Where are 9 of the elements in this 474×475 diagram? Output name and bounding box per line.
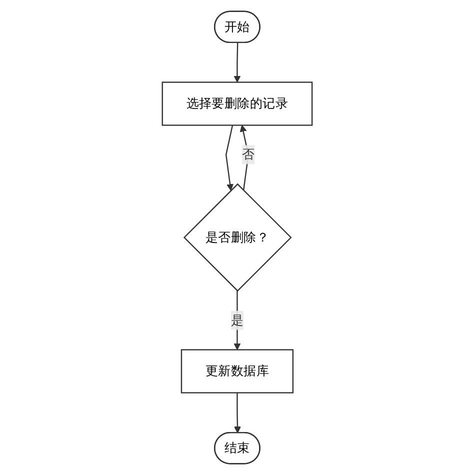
arrow xyxy=(234,392,241,434)
edge-label: 是 xyxy=(230,312,244,328)
arrow xyxy=(225,125,234,191)
arrow xyxy=(240,124,249,191)
node-box: 更新数据库 xyxy=(180,349,294,394)
node-diamond: 是否删除？ xyxy=(183,183,292,292)
arrow xyxy=(234,42,240,83)
edge-label: 否 xyxy=(242,146,255,162)
node-box: 选择要删除的记录 xyxy=(162,82,312,126)
